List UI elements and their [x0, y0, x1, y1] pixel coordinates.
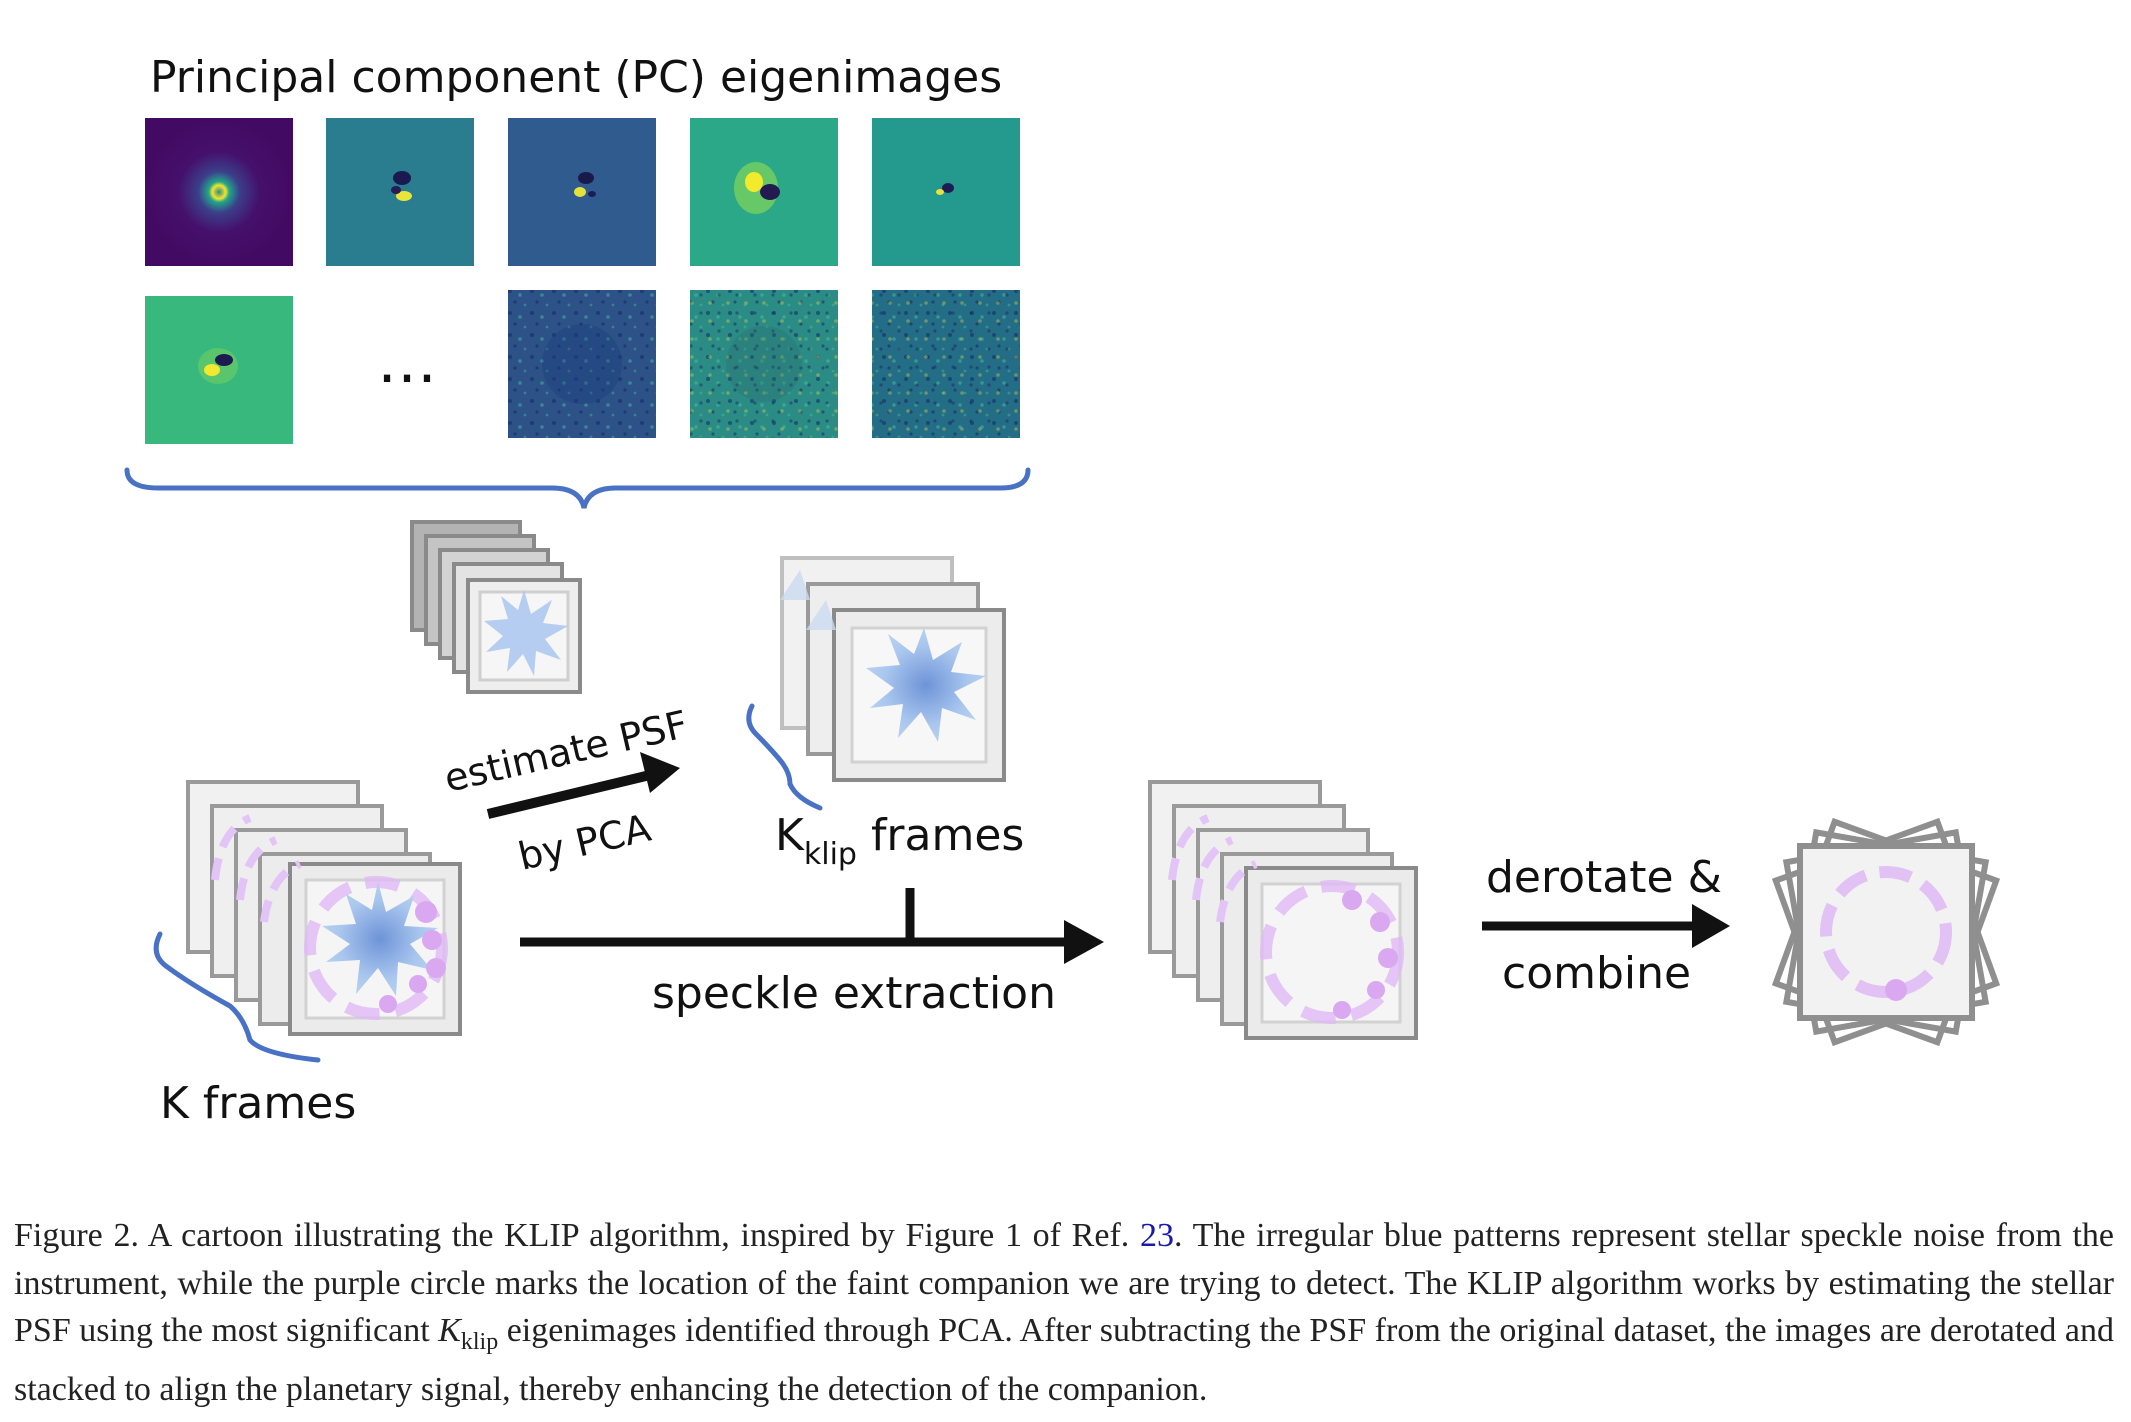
speckle-star-icon: [866, 628, 986, 742]
figure-caption: Figure 2. A cartoon illustrating the KLI…: [14, 1217, 2115, 1409]
pc-eigenimage-3: [508, 118, 656, 266]
speckle-extraction-label: speckle extraction: [652, 968, 1056, 1019]
speckle-star-icon: [484, 590, 568, 676]
pc-eigenimage-2: [326, 118, 474, 266]
kklip-frames-label: Kklip frames: [775, 810, 1024, 872]
pc-eigenimage-1: [145, 118, 293, 266]
reference-link[interactable]: 23: [1139, 1217, 1174, 1254]
pc-stack-icon: [410, 520, 582, 694]
combined-frame: [1771, 817, 2001, 1047]
derotate-combine-arrow: [1482, 904, 1730, 948]
companion-dot: [415, 901, 437, 923]
by-pca-label: by PCA: [514, 806, 655, 879]
residual-frame-stack: [1148, 780, 1418, 1040]
pc-eigenimage-5: [872, 118, 1020, 266]
ellipsis-text: …: [377, 327, 437, 397]
pc-eigenimages-title: Principal component (PC) eigenimages: [150, 52, 1002, 103]
kklip-math: Kklip: [438, 1312, 499, 1355]
pc-eigenimage-grid: …: [145, 118, 1020, 444]
k-frames-label: K frames: [160, 1078, 356, 1129]
kklip-brace: [746, 703, 823, 811]
speckle-star-icon: [322, 882, 438, 996]
pc-eigenimage-6: [145, 296, 293, 444]
companion-dot: [1885, 979, 1907, 1001]
estimate-psf-arrow: [486, 752, 680, 819]
k-frame-stack: [186, 780, 462, 1036]
companion-ring: [304, 876, 448, 1020]
pc-eigenimage-4: [690, 118, 838, 266]
speckle-extraction-arrow: [520, 888, 1104, 964]
klip-diagram: Principal component (PC) eigenimages: [124, 52, 2001, 1129]
combine-label: combine: [1502, 948, 1691, 999]
pc-eigenimage-9: [872, 290, 1020, 438]
kklip-frame-stack: [780, 556, 1006, 782]
k-frames-brace: [153, 931, 321, 1063]
pc-brace: [124, 467, 1031, 509]
pc-eigenimage-8: [690, 290, 838, 438]
pc-eigenimage-7: [508, 290, 656, 438]
derotate-label: derotate &: [1486, 852, 1722, 903]
